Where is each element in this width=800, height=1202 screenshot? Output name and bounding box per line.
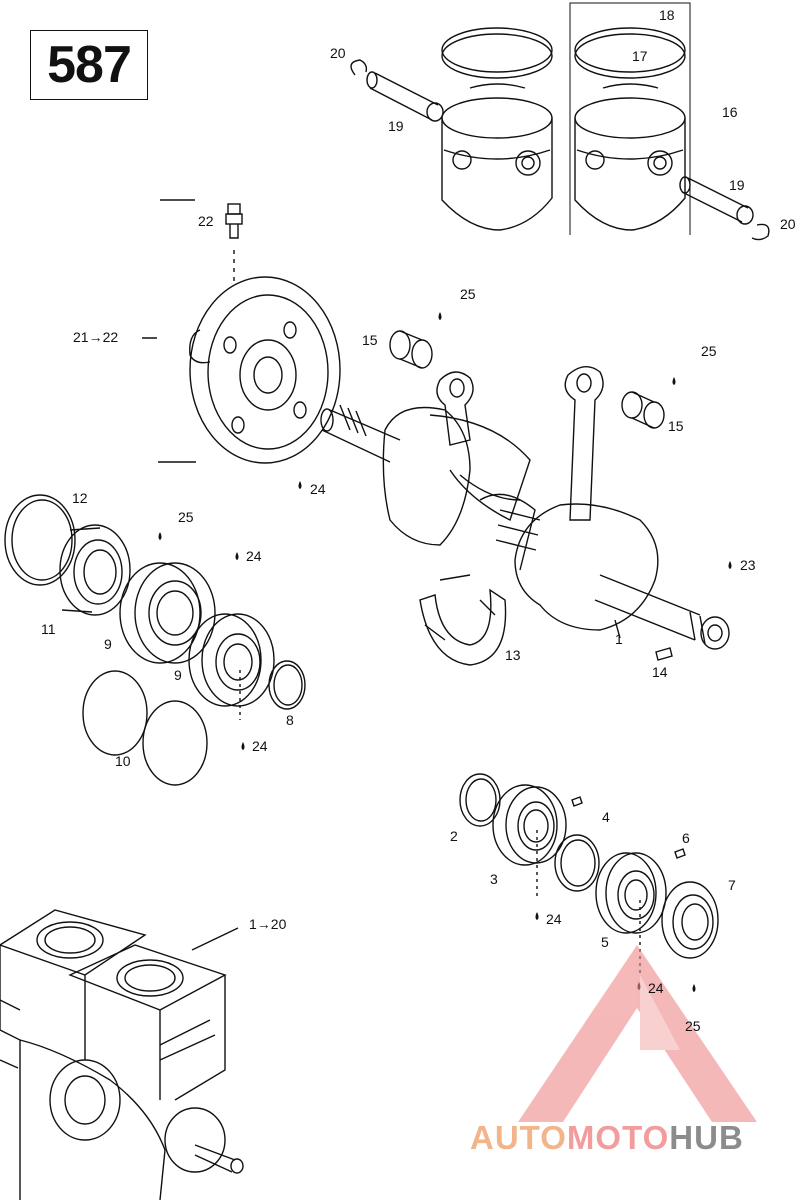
callout-15-upper: 15 — [362, 332, 378, 348]
o-ring-10a — [82, 670, 148, 756]
ball-bearing-9-inner — [188, 613, 275, 707]
piston-assembly-bracket — [569, 2, 691, 235]
callout-14: 14 — [652, 664, 668, 680]
shim-4 — [554, 834, 600, 892]
woodruff-key — [655, 647, 673, 661]
oil-seal-11 — [59, 524, 131, 616]
engine-model-number: 587 — [47, 36, 132, 94]
callout-19-left: 19 — [388, 118, 404, 134]
watermark-part-moto: MOTO — [566, 1119, 670, 1156]
oil-seal-ring-12 — [4, 494, 76, 586]
callout-25-lower: 25 — [685, 1018, 701, 1034]
watermark-part-hub: HUB — [669, 1119, 744, 1156]
callout-2: 2 — [450, 828, 458, 844]
callout-24-crank: 24 — [310, 481, 326, 497]
needle-bearing-upper — [389, 330, 433, 369]
callout-19-right: 19 — [729, 177, 745, 193]
piston-left — [441, 27, 553, 231]
grease-fitting — [225, 203, 243, 285]
oil-drop-icon — [535, 912, 539, 920]
oil-drop-icon — [235, 552, 239, 560]
o-ring-10b — [142, 700, 208, 786]
callout-15-right: 15 — [668, 418, 684, 434]
callout-18: 18 — [659, 7, 675, 23]
ball-bearing-3 — [492, 784, 567, 866]
callout-7: 7 — [728, 877, 736, 893]
engine-block — [0, 909, 244, 1201]
oil-drop-icon — [692, 984, 696, 992]
shim-8 — [268, 660, 306, 710]
callout-13: 13 — [505, 647, 521, 663]
flywheel — [158, 199, 341, 464]
callout-9-inner: 9 — [174, 667, 182, 683]
callout-17: 17 — [632, 48, 648, 64]
oil-drop-icon — [728, 561, 732, 569]
callout-25-upper: 25 — [460, 286, 476, 302]
callout-22: 22 — [198, 213, 214, 229]
needle-bearing-lower — [621, 391, 665, 429]
watermark-part-auto: AUTO — [470, 1119, 567, 1156]
watermark-text: AUTOMOTOHUB — [470, 1120, 744, 1156]
callout-4: 4 — [602, 809, 610, 825]
piston-right — [574, 27, 686, 231]
engine-model-box: 587 — [30, 30, 148, 100]
callout-6: 6 — [682, 830, 690, 846]
oil-drop-icon — [158, 532, 162, 540]
callout-11: 11 — [41, 621, 56, 637]
callout-1: 1 — [615, 631, 623, 647]
callout-21-22: 21→22 — [73, 329, 119, 345]
callout-5: 5 — [601, 934, 609, 950]
callout-1-20: 1→20 — [249, 916, 287, 932]
callout-3: 3 — [490, 871, 498, 887]
callout-23: 23 — [740, 557, 756, 573]
piston-pin-left — [350, 59, 444, 122]
callout-24-lower-right: 24 — [648, 980, 664, 996]
oil-drop-icon — [672, 377, 676, 385]
ball-bearing-9-outer — [119, 562, 216, 664]
oil-drop-icon — [438, 312, 442, 320]
callout-12: 12 — [72, 490, 88, 506]
callout-16: 16 — [722, 104, 738, 120]
callout-8: 8 — [286, 712, 294, 728]
oil-seal-7 — [661, 881, 719, 959]
bearing-shell — [419, 588, 507, 666]
piston-pin-right — [679, 176, 770, 241]
crankshaft — [320, 366, 730, 650]
callout-25-right: 25 — [701, 343, 717, 359]
oil-drop-icon — [298, 481, 302, 489]
automotohub-logo-icon — [518, 945, 757, 1122]
callout-9-outer: 9 — [104, 636, 112, 652]
callout-20-left: 20 — [330, 45, 346, 61]
callout-24-lower-left: 24 — [252, 738, 268, 754]
oil-drop-icon — [241, 742, 245, 750]
callout-20-right: 20 — [780, 216, 796, 232]
callout-24-bearing: 24 — [246, 548, 262, 564]
callout-25-seal: 25 — [178, 509, 194, 525]
callout-10: 10 — [115, 753, 131, 769]
callout-24-lower-mid: 24 — [546, 911, 562, 927]
ball-bearing-5 — [595, 852, 667, 934]
